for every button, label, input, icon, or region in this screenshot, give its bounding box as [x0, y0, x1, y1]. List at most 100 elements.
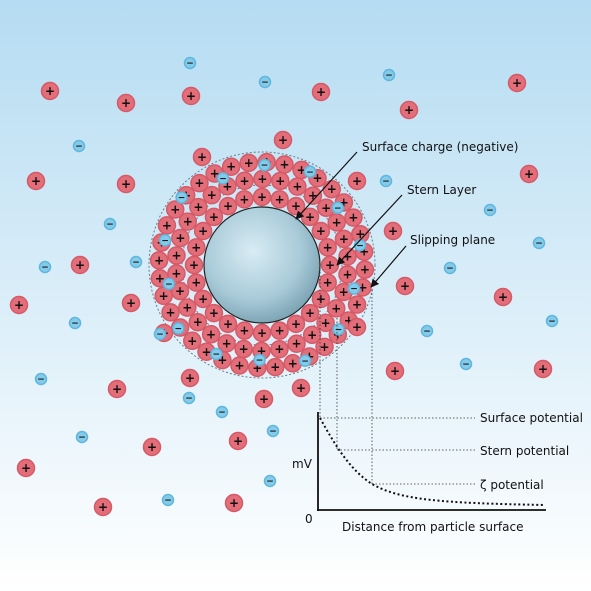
negative-ion: −	[182, 391, 196, 405]
minus-sign: −	[356, 241, 364, 251]
plus-sign: +	[257, 326, 267, 340]
negative-ion: −	[353, 239, 367, 252]
slipping-plane-label: Slipping plane	[410, 233, 495, 247]
plus-sign: +	[154, 253, 164, 267]
minus-sign: −	[256, 356, 264, 366]
plus-sign: +	[166, 305, 176, 319]
positive-ion: +	[193, 289, 213, 309]
positive-ion: +	[315, 337, 334, 357]
plus-sign: +	[323, 276, 333, 290]
plus-sign: +	[404, 103, 414, 117]
positive-ion: +	[121, 293, 141, 313]
plus-sign: +	[198, 224, 208, 238]
negative-ion: −	[129, 255, 143, 269]
positive-ion: +	[235, 171, 254, 191]
plus-sign: +	[321, 201, 331, 215]
y-axis-label: mV	[292, 457, 313, 471]
plus-sign: +	[257, 190, 267, 204]
plus-sign: +	[193, 200, 203, 214]
positive-ion: +	[181, 86, 201, 106]
plus-sign: +	[239, 342, 249, 356]
minus-sign: −	[382, 177, 390, 187]
plus-sign: +	[175, 284, 185, 298]
positive-ion: +	[316, 313, 335, 333]
positive-ion: +	[142, 437, 162, 457]
positive-ion: +	[383, 221, 403, 241]
particle	[203, 206, 321, 324]
origin-label: 0	[305, 512, 313, 526]
positive-ion: +	[235, 190, 254, 209]
plus-sign: +	[121, 96, 131, 110]
plus-sign: +	[320, 340, 330, 354]
positive-ion: +	[167, 264, 186, 283]
plus-sign: +	[538, 362, 548, 376]
plus-sign: +	[339, 195, 349, 209]
negative-ion: −	[379, 174, 393, 188]
positive-ion: +	[338, 265, 357, 284]
positive-ion: +	[253, 169, 272, 189]
plus-sign: +	[305, 210, 315, 224]
positive-ion: +	[26, 171, 46, 191]
plus-sign: +	[226, 160, 236, 174]
negative-ion: −	[347, 282, 361, 295]
negative-ion: −	[38, 260, 52, 274]
minus-sign: −	[78, 433, 86, 443]
plus-sign: +	[296, 381, 306, 395]
projection-lines	[319, 265, 475, 485]
plus-sign: +	[288, 356, 298, 370]
positive-ion: +	[507, 73, 527, 93]
minus-sign: −	[535, 239, 543, 249]
surface-potential-label: Surface potential	[480, 411, 583, 425]
plus-sign: +	[209, 306, 219, 320]
positive-ion: +	[154, 286, 173, 306]
negative-ion: −	[298, 354, 312, 367]
plus-sign: +	[239, 192, 249, 206]
plus-sign: +	[155, 271, 165, 285]
positive-ion: +	[224, 493, 244, 513]
positive-ion: +	[300, 207, 320, 227]
plus-sign: +	[171, 249, 181, 263]
positive-ion: +	[183, 331, 202, 351]
plus-sign: +	[162, 218, 172, 232]
negative-ion: −	[183, 56, 197, 70]
negative-ion: −	[161, 493, 175, 507]
plus-sign: +	[193, 315, 203, 329]
plus-sign: +	[191, 240, 201, 254]
minus-sign: −	[269, 427, 277, 437]
plus-sign: +	[259, 392, 269, 406]
positive-ion: +	[149, 251, 169, 270]
positive-ion: +	[395, 276, 415, 296]
positive-ion: +	[266, 357, 285, 377]
plus-sign: +	[206, 327, 216, 341]
positive-ion: +	[171, 228, 190, 248]
negative-ion: −	[266, 424, 280, 438]
positive-ion: +	[204, 207, 224, 227]
plus-sign: +	[307, 328, 317, 342]
negative-ion: −	[215, 405, 229, 419]
plus-sign: +	[191, 276, 201, 290]
positive-ion: +	[189, 197, 208, 217]
plus-sign: +	[171, 267, 181, 281]
plus-sign: +	[325, 258, 335, 272]
negative-ion: −	[459, 357, 473, 371]
positive-ion: +	[221, 157, 241, 176]
minus-sign: −	[306, 168, 314, 178]
negative-ion: −	[34, 372, 48, 386]
plus-sign: +	[327, 182, 337, 196]
positive-ion: +	[161, 303, 180, 322]
positive-ion: +	[201, 325, 221, 344]
positive-ion: +	[252, 323, 272, 343]
positive-ion: +	[230, 356, 249, 375]
minus-sign: −	[462, 360, 470, 370]
plus-sign: +	[348, 211, 358, 225]
minus-sign: −	[301, 357, 309, 367]
plus-sign: +	[201, 345, 211, 359]
plus-sign: +	[278, 133, 288, 147]
plus-sign: +	[252, 361, 262, 375]
plus-sign: +	[343, 249, 353, 263]
plus-sign: +	[316, 224, 326, 238]
negative-ion: −	[545, 314, 559, 328]
plus-sign: +	[45, 84, 55, 98]
negative-ion: −	[103, 217, 117, 231]
plus-sign: +	[308, 189, 318, 203]
